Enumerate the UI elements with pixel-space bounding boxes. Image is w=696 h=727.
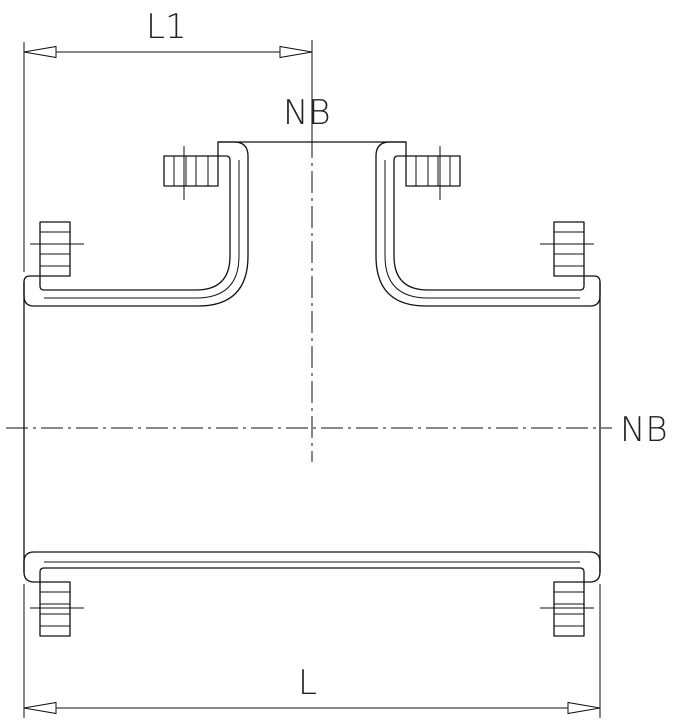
- label-run-nb: NB: [620, 410, 668, 450]
- bolt-body: [405, 155, 461, 187]
- bolt-lower-left: [30, 581, 84, 637]
- bolt-branch-left: [163, 146, 219, 200]
- bolt-body: [553, 581, 585, 637]
- label-l: L: [298, 663, 317, 703]
- arrowhead-left: [23, 701, 57, 715]
- arrowhead-right: [279, 45, 313, 59]
- dimension-l: L: [23, 584, 601, 718]
- run-pipe-right-top-wall: [375, 141, 601, 307]
- bolt-lower-right: [540, 581, 594, 637]
- arrowhead-right: [567, 701, 601, 715]
- right-branch-inner-curve: [384, 160, 429, 299]
- bolt-upper-right: [540, 221, 594, 277]
- label-branch-nb: NB: [283, 93, 331, 133]
- run-pipe-left-top-wall: [23, 141, 249, 307]
- dimension-l1: L1: [23, 7, 313, 272]
- bolt-upper-left: [30, 221, 84, 277]
- bolt-body: [553, 221, 585, 277]
- run-pipe-bottom-wall: [23, 551, 601, 583]
- label-l1: L1: [146, 7, 187, 47]
- bolt-body: [39, 581, 71, 637]
- left-branch-inner-curve: [195, 160, 240, 299]
- arrowhead-left: [23, 45, 57, 59]
- bolt-body: [39, 221, 71, 277]
- bolt-body: [163, 155, 219, 187]
- bolt-branch-right: [405, 146, 461, 200]
